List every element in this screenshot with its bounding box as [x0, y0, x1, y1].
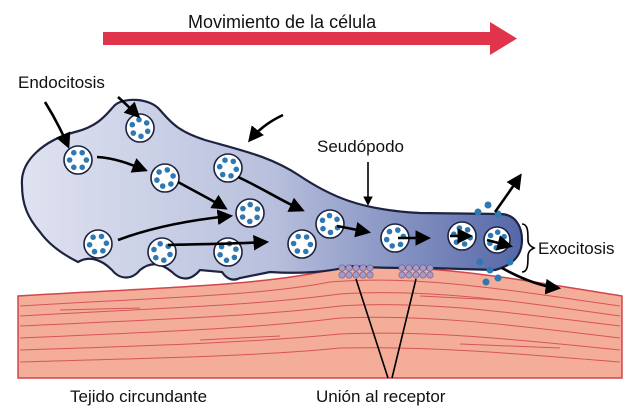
vesicle	[83, 229, 113, 259]
vesicle	[315, 209, 345, 239]
receptor-cluster-left	[338, 264, 374, 279]
vesicles	[63, 113, 511, 267]
vesicle	[150, 163, 180, 193]
receptor-cluster-right	[398, 264, 434, 279]
exocytosis-released-dots	[474, 201, 514, 286]
vesicle	[235, 198, 265, 228]
vesicle	[63, 145, 93, 175]
vesicle	[213, 153, 243, 183]
endocytosis-label: Endocitosis	[18, 73, 105, 92]
surrounding-tissue	[17, 266, 623, 379]
title-label: Movimiento de la célula	[188, 12, 377, 32]
vesicle	[287, 229, 317, 259]
tissue-label: Tejido circundante	[70, 387, 207, 406]
pseudopod-label: Seudópodo	[317, 137, 404, 156]
transport-arrows	[43, 96, 562, 295]
motion-arrow	[103, 22, 517, 55]
receptor-binding-label: Unión al receptor	[316, 387, 446, 406]
vesicle	[125, 113, 155, 143]
receptor-binding-pointers	[355, 278, 417, 379]
exocytosis-bracket	[521, 223, 536, 273]
vesicle	[147, 237, 177, 267]
exocytosis-label: Exocitosis	[538, 239, 615, 258]
